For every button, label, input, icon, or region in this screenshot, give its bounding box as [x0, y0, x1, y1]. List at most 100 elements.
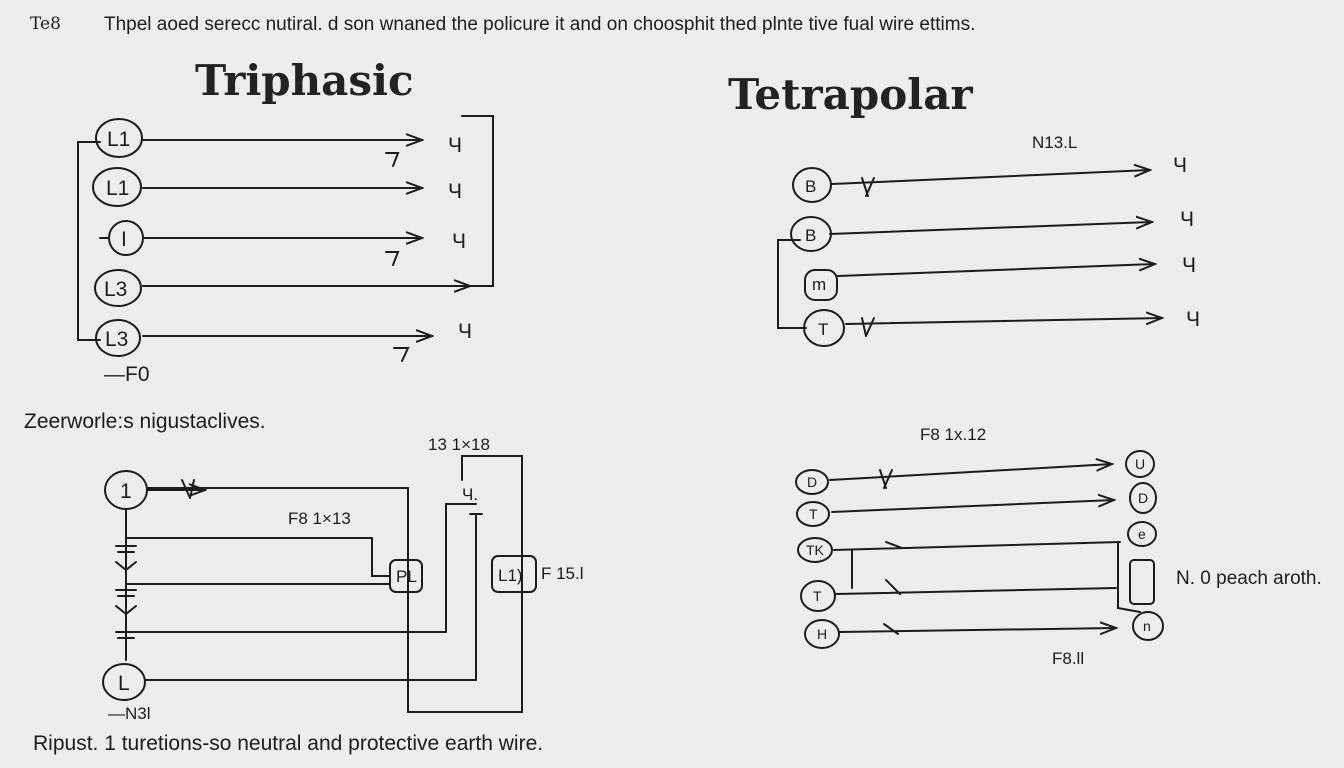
- lower-right-return: [1117, 541, 1141, 613]
- lower-left-bottom-label: —N3l: [108, 704, 151, 723]
- triphasic-terminal-label-3: I: [121, 228, 127, 251]
- lower-left-junction-label: Ч.: [462, 485, 478, 504]
- triphasic-diagram: [77, 115, 494, 362]
- tetrapolar-tick-2: [861, 317, 875, 337]
- lower-right-terminal-2: [796, 501, 830, 527]
- tetrapolar-terminal-label-4: T: [818, 320, 828, 339]
- triphasic-terminal-4: [94, 269, 142, 307]
- triphasic-bus-line: [77, 141, 101, 341]
- tetrapolar-terminal-label-2: B: [805, 226, 816, 245]
- lower-right-terminal-5: [804, 619, 840, 649]
- lower-right-out-label-1: U: [1135, 456, 1145, 472]
- triphasic-terminal-label-5: L3: [105, 328, 128, 351]
- triphasic-end-mark-4: Ч: [458, 320, 472, 343]
- lower-right-ticks: [883, 541, 903, 635]
- tetrapolar-terminal-1: [792, 167, 832, 203]
- triphasic-end-mark-3: Ч: [452, 230, 466, 253]
- lower-left-label-top: 13 1×18: [428, 435, 490, 454]
- lower-right-wire-4: [835, 587, 1117, 595]
- lower-right-bottom-label: F8.ll: [1052, 649, 1084, 668]
- tetrapolar-end-mark-3: Ч: [1182, 254, 1196, 277]
- lower-left-box-2-side-label: F 15.l: [541, 564, 584, 583]
- tetrapolar-diagram: [777, 167, 1162, 347]
- tetrapolar-wire-2: [829, 222, 1152, 235]
- triphasic-ground-label: —F0: [104, 363, 150, 386]
- triphasic-end-mark-1: Ч: [448, 134, 462, 157]
- triphasic-terminal-3: [108, 220, 144, 256]
- tetrapolar-end-mark-1: Ч: [1173, 154, 1187, 177]
- triphasic-tick-3: [393, 347, 410, 362]
- triphasic-terminal-2: [92, 167, 142, 207]
- lower-right-terminal-label-2: T: [809, 506, 818, 522]
- lower-right-terminal-label-5: H: [817, 626, 827, 642]
- lower-left-terminal-2: [102, 663, 146, 701]
- lower-left-box-2: [491, 555, 537, 593]
- triphasic-end-mark-2: Ч: [448, 180, 462, 203]
- triphasic-tick-1: [385, 152, 400, 167]
- lower-right-tick-1: [879, 469, 893, 489]
- lower-right-terminal-1: [795, 469, 829, 495]
- lower-right-wire-3: [833, 541, 1121, 551]
- tetrapolar-tick-1: [861, 177, 875, 197]
- triphasic-terminal-1: [95, 118, 143, 158]
- header-tag: Te8: [30, 14, 61, 34]
- lower-left-ground-1: [115, 545, 137, 553]
- triphasic-terminal-label-1: L1: [107, 128, 130, 151]
- header-line: Thpel aoed serecc nutiral. d son wnaned …: [104, 14, 976, 35]
- lower-right-out-label-4: n: [1143, 618, 1151, 634]
- lower-right-out-label-2: D: [1138, 490, 1148, 506]
- lower-right-label-top: F8 1x.12: [920, 425, 986, 444]
- lower-left-box-2-label: L1): [498, 566, 523, 585]
- tetrapolar-wire-3: [837, 264, 1155, 277]
- lower-left-terminal-label-1: 1: [120, 480, 132, 503]
- tetrapolar-end-mark-2: Ч: [1180, 208, 1194, 231]
- lower-right-wire-5: [839, 628, 1116, 632]
- tetrapolar-wire-4: [845, 318, 1162, 324]
- tetrapolar-top-label: N13.L: [1032, 133, 1077, 152]
- tetrapolar-end-mark-4: Ч: [1186, 308, 1200, 331]
- lower-right-junction-box: [1129, 559, 1155, 605]
- tetrapolar-terminal-label-3: m: [812, 275, 826, 294]
- lower-right-terminal-3: [797, 537, 833, 563]
- lower-left-loop: [147, 455, 523, 713]
- tetrapolar-title: Tetrapolar: [728, 70, 973, 119]
- lower-right-out-terminal-4: [1132, 611, 1164, 641]
- lower-right-wire-1: [829, 464, 1112, 481]
- lower-left-ground-2: [115, 589, 137, 597]
- tetrapolar-wire-1: [831, 170, 1150, 185]
- lower-right-terminal-label-1: D: [807, 474, 817, 490]
- tetrapolar-terminal-2: [790, 216, 832, 252]
- triphasic-terminal-label-2: L1: [106, 177, 129, 200]
- footer-caption: Ripust. 1 turetions-so neutral and prote…: [33, 732, 544, 755]
- tetrapolar-terminal-3: [804, 269, 838, 301]
- triphasic-title: Triphasic: [195, 56, 414, 105]
- lower-right-out-label-3: e: [1138, 526, 1146, 542]
- lower-left-box-1: [389, 559, 423, 593]
- lower-left-label-mid: F8 1×13: [288, 509, 351, 528]
- lower-right-out-terminal-3: [1127, 521, 1157, 547]
- tetrapolar-bus-line: [777, 239, 807, 329]
- lower-right-out-terminal-2: [1129, 482, 1157, 514]
- lower-right-wire-2: [831, 500, 1114, 513]
- lower-left-diagram: [102, 455, 537, 713]
- tetrapolar-terminal-4: [803, 309, 845, 347]
- side-note: N. 0 peach aroth.: [1176, 568, 1322, 589]
- triphasic-terminal-label-4: L3: [104, 278, 127, 301]
- triphasic-return-line: [461, 115, 494, 287]
- lower-right-terminal-label-3: TK: [806, 542, 825, 558]
- tetrapolar-terminal-label-1: B: [805, 177, 816, 196]
- lower-right-terminal-4: [800, 580, 836, 612]
- triphasic-terminal-5: [95, 319, 141, 357]
- section-title: Zeerworle:s nigustaclives.: [24, 410, 266, 433]
- lower-right-terminal-label-4: T: [813, 588, 822, 604]
- lower-right-out-terminal-1: [1125, 450, 1155, 478]
- lower-left-box-1-label: PL: [396, 567, 417, 586]
- triphasic-tick-2: [385, 251, 400, 266]
- lower-left-arrows: [115, 561, 137, 616]
- lower-left-junction: [445, 503, 483, 681]
- lower-left-terminal-label-2: L: [118, 672, 130, 695]
- lower-left-wire-1-drop: [371, 537, 391, 577]
- lower-right-diagram: [795, 450, 1164, 649]
